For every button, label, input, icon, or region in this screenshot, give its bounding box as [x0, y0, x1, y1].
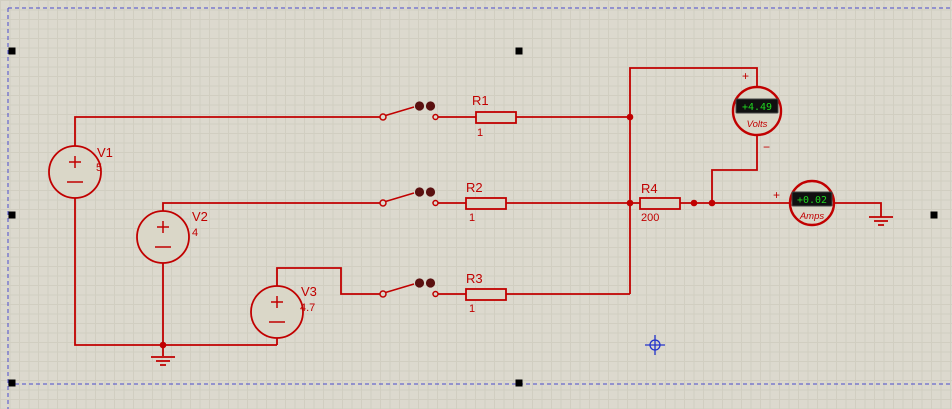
- switch-terminal[interactable]: [432, 290, 439, 298]
- switch-1: [379, 101, 439, 121]
- ammeter-reading: +0.02: [797, 195, 827, 206]
- v3-ref-label: V3: [301, 284, 317, 299]
- voltmeter-lcd: [735, 98, 779, 114]
- r4-body[interactable]: [639, 197, 681, 210]
- r2-value-label: 1: [469, 212, 475, 224]
- ammeter: + +0.02 Amps: [773, 179, 836, 227]
- switch-pivot[interactable]: [379, 199, 387, 207]
- r2-ref-label: R2: [466, 180, 483, 195]
- selection-handle[interactable]: [515, 47, 523, 55]
- plus-symbol: [69, 156, 81, 168]
- wire-segment[interactable]: [162, 202, 380, 211]
- switch-terminal[interactable]: [432, 113, 439, 121]
- selection-handle[interactable]: [515, 379, 523, 387]
- wire-segment[interactable]: [74, 116, 380, 146]
- v1-value-label: 5: [96, 162, 102, 174]
- ground-bars: [151, 356, 175, 366]
- voltmeter-plus-label: +: [742, 69, 749, 83]
- v1-ref-label: V1: [97, 145, 113, 160]
- origin-marker: [645, 335, 665, 355]
- switch-toggle-dot[interactable]: [425, 278, 436, 288]
- resistor-r4: R4 200: [639, 181, 681, 224]
- switch-toggle-dot[interactable]: [414, 278, 425, 288]
- r4-ref-label: R4: [641, 181, 658, 196]
- switch-lever[interactable]: [385, 106, 415, 117]
- r4-value-label: 200: [641, 212, 659, 224]
- junction-dot: [159, 341, 167, 349]
- switch-toggle-dot[interactable]: [425, 187, 436, 197]
- selection-handle[interactable]: [8, 379, 16, 387]
- switch-toggle-dot[interactable]: [414, 101, 425, 111]
- selection-handle[interactable]: [930, 211, 938, 219]
- r2-body[interactable]: [465, 197, 507, 210]
- r3-ref-label: R3: [466, 271, 483, 286]
- voltage-source-v3: V3 4.7: [250, 284, 317, 339]
- ammeter-lcd: [791, 191, 833, 207]
- resistor-r2: R2 1: [465, 180, 507, 224]
- wire-segment[interactable]: [711, 135, 758, 203]
- wire-segment[interactable]: [834, 202, 882, 217]
- selection-handle[interactable]: [8, 47, 16, 55]
- switch-2: [379, 187, 439, 207]
- selection-handles: [8, 47, 938, 387]
- switch-lever[interactable]: [385, 192, 415, 203]
- switch-toggle-dot[interactable]: [425, 101, 436, 111]
- v2-ref-label: V2: [192, 209, 208, 224]
- voltmeter-minus-label: −: [763, 140, 770, 154]
- r1-ref-label: R1: [472, 93, 489, 108]
- switch-terminal[interactable]: [432, 199, 439, 207]
- switch-3: [379, 278, 439, 298]
- voltmeter-reading: +4.49: [742, 102, 772, 113]
- switch-pivot[interactable]: [379, 113, 387, 121]
- r1-value-label: 1: [477, 127, 483, 139]
- r1-body[interactable]: [475, 111, 517, 124]
- voltmeter: + +4.49 Volts −: [731, 69, 783, 154]
- ground-bars: [869, 216, 893, 226]
- v3-body[interactable]: [250, 285, 304, 339]
- v3-value-label: 4.7: [300, 302, 315, 314]
- junction-dot: [708, 199, 716, 207]
- junction-dot: [626, 199, 634, 207]
- origin-cross: [645, 335, 665, 355]
- r3-body[interactable]: [465, 288, 507, 301]
- selection-handle[interactable]: [8, 211, 16, 219]
- switch-pivot[interactable]: [379, 290, 387, 298]
- switch-lever[interactable]: [385, 283, 415, 294]
- junction-dot: [690, 199, 698, 207]
- plus-symbol: [271, 296, 283, 308]
- v2-body[interactable]: [136, 210, 190, 264]
- switch-toggle-dot[interactable]: [414, 187, 425, 197]
- voltmeter-unit-label: Volts: [747, 119, 768, 130]
- ground-symbol-left[interactable]: [151, 356, 175, 366]
- voltage-source-v2: V2 4: [136, 209, 208, 264]
- r3-value-label: 1: [469, 303, 475, 315]
- ground-symbol-right[interactable]: [869, 216, 893, 226]
- junction-dot: [626, 113, 634, 121]
- v2-value-label: 4: [192, 227, 198, 239]
- voltage-source-v1: V1 5: [48, 145, 113, 199]
- wire-segment[interactable]: [276, 267, 380, 295]
- v1-body[interactable]: [48, 145, 102, 199]
- wires: [74, 67, 882, 356]
- wire-segment[interactable]: [74, 198, 277, 346]
- resistor-r3: R3 1: [465, 271, 507, 315]
- ammeter-plus-label: +: [773, 188, 780, 202]
- ammeter-unit-label: Amps: [799, 211, 825, 222]
- plus-symbol: [157, 221, 169, 233]
- wire-segment[interactable]: [629, 67, 758, 117]
- resistor-r1: R1 1: [472, 93, 517, 139]
